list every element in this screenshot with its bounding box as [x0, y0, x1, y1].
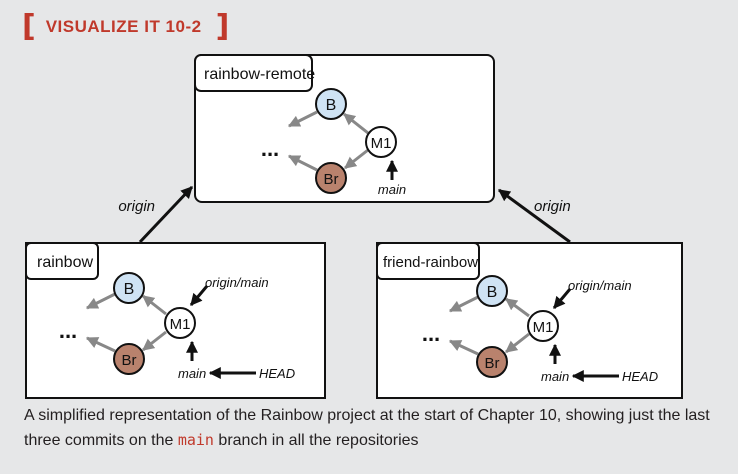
branch-main-label: main [378, 182, 406, 197]
left-bracket: [ [22, 9, 36, 44]
edge-b-to-ellipsis [85, 292, 116, 310]
commit-br [315, 162, 347, 194]
figure-caption: A simplified representation of the Rainb… [24, 404, 724, 453]
branch-main-label: main [541, 369, 569, 384]
commit-br [113, 343, 145, 375]
commit-m1 [164, 307, 196, 339]
origin-link-friend [498, 188, 571, 244]
edge-br-to-ellipsis [85, 336, 116, 353]
repo-friend-rainbow: friend-rainbow B M1 Br ... origin/main m… [376, 242, 683, 399]
caption-code-main: main [177, 431, 214, 449]
head-label: HEAD [259, 366, 295, 381]
edge-br-to-ellipsis [448, 339, 479, 356]
repo-name: rainbow [37, 254, 93, 271]
commit-b-label: B [326, 97, 337, 114]
repo-rainbow-remote: rainbow-remote B M1 Br ... main [194, 54, 495, 203]
repo-name-tab [25, 242, 99, 280]
edge-b-to-ellipsis [287, 110, 318, 128]
ellipsis: ... [59, 318, 77, 343]
repo-name: rainbow-remote [204, 66, 315, 83]
commit-b-label: B [487, 284, 498, 301]
right-bracket: ] [215, 9, 230, 44]
origin-label-left: origin [118, 198, 155, 215]
edge-m1-to-br [344, 148, 369, 170]
repo-name-tab [376, 242, 480, 280]
edge-m1-to-br [505, 332, 530, 354]
head-label: HEAD [622, 369, 658, 384]
commit-m1 [365, 126, 397, 158]
edge-br-to-ellipsis [287, 154, 318, 172]
repo-rainbow: rainbow B M1 Br ... origin/main main HEA… [25, 242, 326, 399]
edge-m1-to-b [505, 297, 530, 318]
origin-main-label: origin/main [205, 275, 269, 290]
commit-br-label: Br [324, 171, 339, 188]
commit-m1-label: M1 [170, 316, 191, 333]
edge-m1-to-b [142, 294, 167, 316]
edge-m1-to-br [142, 330, 167, 352]
commit-b [476, 275, 508, 307]
branch-main-label: main [178, 366, 206, 381]
commit-b-label: B [124, 281, 135, 298]
commit-b [113, 272, 145, 304]
caption-text-after: branch in all the repositories [213, 432, 419, 449]
origin-link-rainbow [138, 185, 194, 244]
commit-m1-label: M1 [533, 319, 554, 336]
commit-b [315, 88, 347, 120]
edge-b-to-ellipsis [448, 295, 479, 313]
figure-header: [ VISUALIZE IT 10-2 ] [22, 12, 229, 42]
ellipsis: ... [261, 136, 279, 161]
commit-m1-label: M1 [371, 135, 392, 152]
commit-br-label: Br [122, 352, 137, 369]
repo-name: friend-rainbow [383, 254, 478, 271]
commit-br [476, 346, 508, 378]
commit-br-label: Br [485, 355, 500, 372]
commit-m1 [527, 310, 559, 342]
caption-text-before: A simplified representation of the Rainb… [24, 407, 710, 449]
repo-name-tab [194, 54, 313, 92]
origin-main-label: origin/main [568, 278, 632, 293]
edge-m1-to-b [343, 112, 369, 135]
origin-label-right: origin [534, 198, 571, 215]
ellipsis: ... [422, 321, 440, 346]
origin-main-pointer-arrow [189, 285, 209, 306]
origin-main-pointer-arrow [552, 288, 572, 309]
figure-title: VISUALIZE IT 10-2 [45, 17, 202, 36]
